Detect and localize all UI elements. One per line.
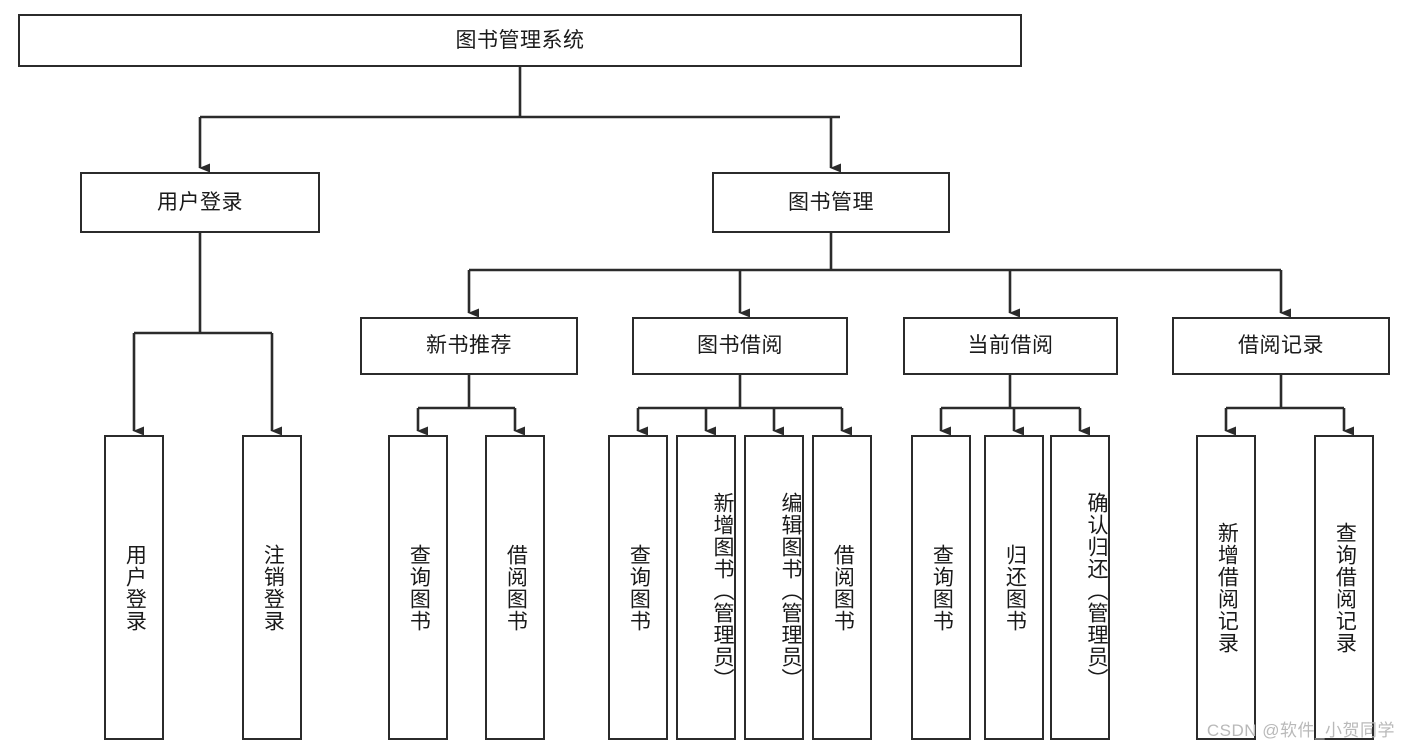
node-new-book-recommend-label: 新书推荐 — [426, 334, 512, 358]
leaf-confirm-return-admin-label: 确认归还（管理员） — [1085, 491, 1108, 690]
node-root[interactable]: 图书管理系统 — [18, 14, 1022, 67]
node-book-management-label: 图书管理 — [788, 190, 874, 214]
node-user-login[interactable]: 用户登录 — [80, 172, 320, 233]
edge-newbook-to-leaves — [416, 375, 525, 436]
node-root-label: 图书管理系统 — [455, 28, 585, 52]
node-current-borrow-label: 当前借阅 — [967, 334, 1054, 358]
leaf-borrow-book[interactable]: 借阅图书 — [812, 435, 872, 740]
leaf-return-book[interactable]: 归还图书 — [984, 435, 1044, 740]
leaf-user-logout[interactable]: 注销登录 — [242, 435, 302, 740]
leaf-add-borrow-record-label: 新增借阅记录 — [1215, 521, 1239, 654]
leaf-user-login-label: 用户登录 — [123, 543, 147, 632]
node-book-borrow[interactable]: 图书借阅 — [632, 317, 848, 375]
leaf-query-book-current[interactable]: 查询图书 — [911, 435, 971, 740]
leaf-confirm-return-admin[interactable]: 确认归还（管理员） — [1050, 435, 1110, 740]
leaf-query-book-borrow[interactable]: 查询图书 — [608, 435, 668, 740]
edge-root-to-level2 — [198, 67, 841, 173]
watermark-text: CSDN @软件_小贺同学 — [1206, 721, 1395, 740]
node-current-borrow[interactable]: 当前借阅 — [903, 317, 1118, 375]
leaf-query-book-borrow-label: 查询图书 — [627, 543, 651, 632]
leaf-borrow-book-recommend[interactable]: 借阅图书 — [485, 435, 545, 740]
edge-borrowrecord-to-leaves — [1224, 375, 1354, 436]
leaf-query-book-current-label: 查询图书 — [930, 543, 954, 632]
edge-currentborrow-to-leaves — [939, 375, 1090, 436]
leaf-edit-book-admin-label: 编辑图书（管理员） — [779, 491, 802, 690]
node-borrow-record-label: 借阅记录 — [1238, 334, 1324, 358]
edge-bookmgmt-to-level3 — [467, 233, 1291, 318]
edge-bookborrow-to-leaves — [636, 375, 852, 436]
node-book-borrow-label: 图书借阅 — [697, 334, 783, 358]
leaf-query-book-recommend[interactable]: 查询图书 — [388, 435, 448, 740]
node-new-book-recommend[interactable]: 新书推荐 — [360, 317, 578, 375]
node-user-login-label: 用户登录 — [157, 190, 243, 214]
node-borrow-record[interactable]: 借阅记录 — [1172, 317, 1390, 375]
leaf-query-borrow-record-label: 查询借阅记录 — [1333, 521, 1357, 654]
leaf-query-book-recommend-label: 查询图书 — [407, 543, 431, 632]
leaf-add-book-admin[interactable]: 新增图书（管理员） — [676, 435, 736, 740]
leaf-edit-book-admin[interactable]: 编辑图书（管理员） — [744, 435, 804, 740]
node-book-management[interactable]: 图书管理 — [712, 172, 950, 233]
leaf-user-login[interactable]: 用户登录 — [104, 435, 164, 740]
leaf-add-book-admin-label: 新增图书（管理员） — [711, 491, 734, 690]
leaf-return-book-label: 归还图书 — [1003, 543, 1027, 632]
leaf-borrow-book-label: 借阅图书 — [831, 543, 855, 632]
leaf-borrow-book-recommend-label: 借阅图书 — [504, 543, 528, 632]
edge-userlogin-to-leaves — [132, 233, 282, 436]
leaf-query-borrow-record[interactable]: 查询借阅记录 — [1314, 435, 1374, 740]
leaf-add-borrow-record[interactable]: 新增借阅记录 — [1196, 435, 1256, 740]
leaf-user-logout-label: 注销登录 — [261, 543, 285, 632]
